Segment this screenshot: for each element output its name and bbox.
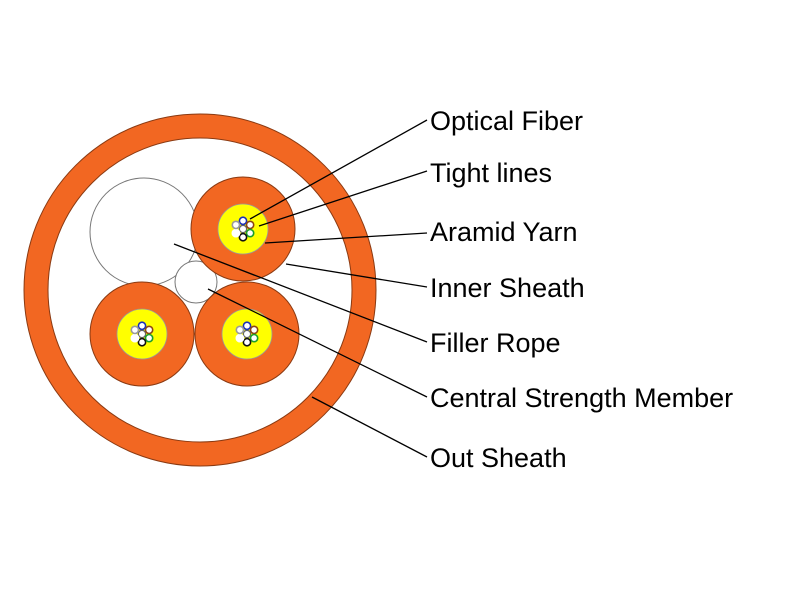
label-out-sheath: Out Sheath bbox=[430, 443, 567, 473]
optical-fiber bbox=[238, 232, 248, 242]
optical-fiber bbox=[144, 325, 154, 335]
optical-fiber bbox=[231, 220, 241, 230]
label-aramid-yarn: Aramid Yarn bbox=[430, 217, 578, 247]
unit-bottom-right bbox=[194, 281, 300, 387]
leader-tight-lines bbox=[258, 170, 428, 227]
label-filler-rope: Filler Rope bbox=[430, 328, 561, 358]
optical-fiber bbox=[249, 325, 259, 335]
leader-lines bbox=[173, 119, 428, 458]
optical-fiber bbox=[137, 337, 147, 347]
leader-out-sheath bbox=[311, 396, 428, 458]
leader-optical-fiber bbox=[249, 119, 428, 220]
optical-fiber bbox=[144, 333, 154, 343]
optical-fiber bbox=[242, 321, 252, 331]
optical-fiber bbox=[249, 333, 259, 343]
leader-inner-sheath bbox=[285, 263, 428, 288]
unit-bottom-left bbox=[89, 281, 195, 387]
optical-fiber bbox=[137, 321, 147, 331]
optical-fiber bbox=[235, 325, 245, 335]
label-tight-lines: Tight lines bbox=[430, 158, 553, 188]
label-optical-fiber: Optical Fiber bbox=[430, 106, 584, 136]
optical-fiber bbox=[238, 216, 248, 226]
optical-fiber bbox=[238, 224, 248, 234]
optical-fiber bbox=[245, 228, 255, 238]
unit-top bbox=[190, 176, 296, 282]
optical-fiber bbox=[245, 220, 255, 230]
optical-fiber bbox=[242, 337, 252, 347]
central-strength-member bbox=[174, 260, 218, 304]
optical-fiber bbox=[130, 333, 140, 343]
optical-fiber bbox=[235, 333, 245, 343]
leader-filler-rope bbox=[173, 243, 428, 343]
optical-fiber bbox=[242, 329, 252, 339]
optical-fiber bbox=[130, 325, 140, 335]
optical-fiber bbox=[137, 329, 147, 339]
label-central-strength-member: Central Strength Member bbox=[430, 383, 734, 413]
leader-aramid-yarn bbox=[264, 232, 428, 244]
label-inner-sheath: Inner Sheath bbox=[430, 273, 585, 303]
leader-central-strength-member bbox=[207, 288, 428, 398]
optical-fiber bbox=[231, 228, 241, 238]
